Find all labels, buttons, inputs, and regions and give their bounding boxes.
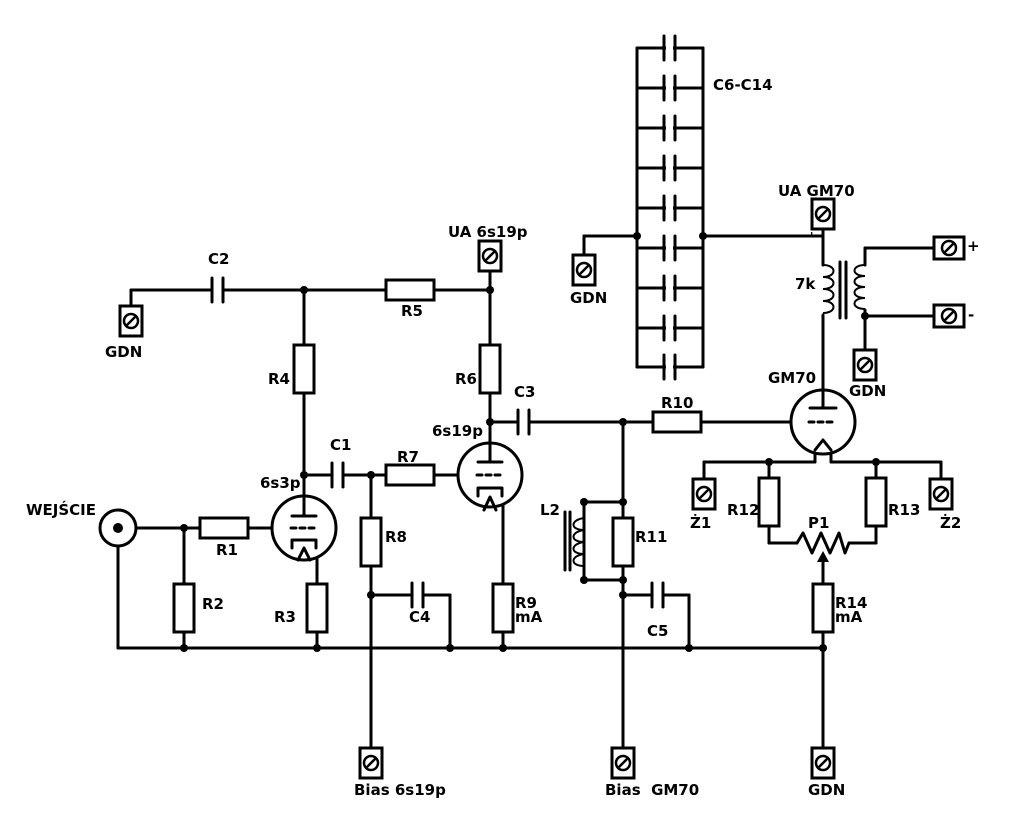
terminal-gdn-bottom (810, 746, 836, 780)
resistor-r4 (292, 343, 316, 395)
tube-6s19p (456, 441, 524, 512)
terminal-gdn-left (118, 304, 144, 338)
label-bias-gm70: Bias GM70 (605, 781, 699, 799)
resistor-r6 (478, 343, 502, 395)
label-r13: R13 (888, 501, 920, 519)
resistor-r13 (864, 476, 888, 528)
label-c2: C2 (208, 250, 229, 268)
terminal-ua-gm70 (810, 197, 836, 231)
label-r12: R12 (727, 501, 759, 519)
resistor-r8 (359, 516, 383, 568)
label-l2: L2 (540, 501, 560, 519)
label-r3: R3 (274, 608, 296, 626)
capacitor-c4 (410, 581, 425, 609)
junctions (180, 232, 880, 652)
terminal-z1 (691, 477, 717, 511)
label-out-plus: + (967, 237, 980, 255)
label-c5: C5 (647, 622, 668, 640)
terminal-ua-6s19p (477, 239, 503, 273)
svg-text:': ' (810, 230, 813, 243)
capacitor-c2 (210, 276, 225, 304)
terminal-output-plus (932, 235, 966, 261)
label-out-minus: - (968, 306, 974, 324)
capacitor-bank-c6-c14 (635, 34, 705, 381)
resistor-r2 (172, 582, 196, 634)
label-bias-6s19p: Bias 6s19p (354, 781, 446, 799)
terminal-gdn-right (852, 348, 878, 382)
label-r14-ma: mA (835, 608, 863, 626)
resistor-r10 (651, 410, 703, 434)
resistor-r12 (757, 476, 781, 528)
label-gdn-bottom: GDN (808, 781, 845, 799)
label-c1: C1 (330, 436, 351, 454)
label-ua-6s19p: UA 6s19p (448, 223, 528, 241)
terminal-gdn-center (571, 253, 597, 287)
label-gdn-center: GDN (570, 289, 607, 307)
label-tube-6s19p: 6s19p (432, 422, 483, 440)
label-r6: R6 (455, 370, 477, 388)
resistor-r11 (611, 516, 635, 568)
label-tube-6s3p: 6s3p (260, 474, 301, 492)
label-r2: R2 (202, 595, 224, 613)
resistor-r9 (491, 582, 515, 634)
resistor-r3 (305, 582, 329, 634)
label-r11: R11 (635, 528, 667, 546)
label-r7: R7 (397, 448, 419, 466)
label-r8: R8 (385, 528, 407, 546)
label-r14: R14 (835, 594, 867, 612)
label-input: WEJŚCIE (26, 500, 96, 519)
terminal-output-minus (932, 303, 966, 329)
tube-gm70 (789, 388, 857, 456)
label-gdn-left: GDN (105, 343, 142, 361)
resistor-r1 (198, 516, 250, 540)
resistor-r14 (811, 582, 835, 634)
terminal-z2 (928, 477, 954, 511)
label-z2: Ż2 (940, 513, 961, 532)
capacitor-c3 (516, 408, 531, 436)
label-p1: P1 (808, 514, 829, 532)
label-r9: R9 (515, 594, 537, 612)
input-jack (98, 508, 138, 548)
resistor-r7 (384, 463, 436, 487)
label-r1: R1 (216, 541, 238, 559)
connectors (98, 197, 966, 780)
label-tube-gm70: GM70 (768, 369, 816, 387)
label-7k: 7k (795, 275, 816, 293)
capacitor-c5 (650, 581, 665, 609)
label-c3: C3 (514, 383, 535, 401)
tube-6s3p (270, 494, 338, 562)
label-r5: R5 (401, 302, 423, 320)
potentiometer-p1 (795, 531, 851, 555)
resistors (172, 278, 888, 634)
label-r10: R10 (661, 394, 693, 412)
capacitor-c1 (330, 461, 345, 489)
label-r4: R4 (268, 370, 290, 388)
output-transformer: ' (810, 230, 866, 320)
label-c6-c14: C6-C14 (713, 76, 773, 94)
resistor-r5 (384, 278, 436, 302)
label-ua-gm70: UA GM70 (778, 182, 855, 200)
terminal-bias-gm70 (610, 746, 636, 780)
capacitors (210, 34, 705, 609)
choke-l2 (563, 510, 586, 572)
label-r9-ma: mA (515, 608, 543, 626)
label-z1: Ż1 (690, 513, 711, 532)
terminal-bias-6s19p (358, 746, 384, 780)
label-gdn-right: GDN (849, 382, 886, 400)
label-c4: C4 (409, 608, 430, 626)
labels: C2 C1 C3 C4 C5 C6-C14 R1 R2 R3 R4 R5 R6 … (26, 76, 980, 799)
